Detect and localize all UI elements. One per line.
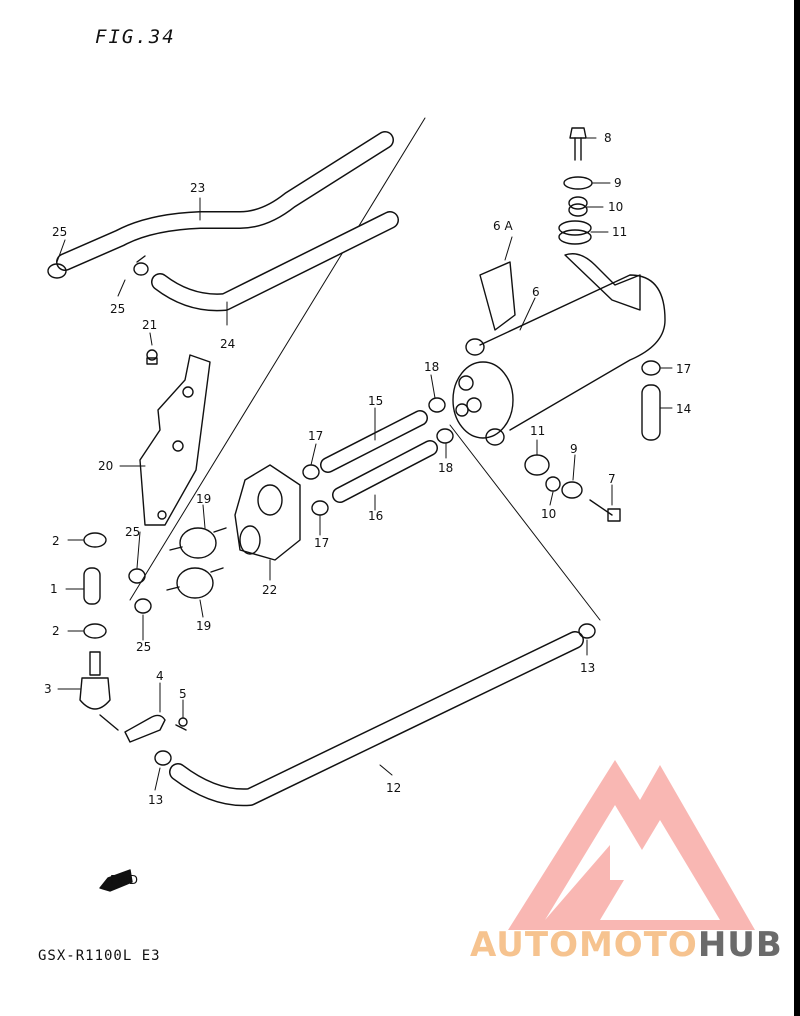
callout-13b: 13	[580, 661, 595, 675]
automotohub-logo	[508, 760, 755, 930]
divider-line	[129, 117, 426, 601]
callout-17b: 17	[314, 536, 329, 550]
valve-19b	[166, 567, 224, 599]
callout-16: 16	[368, 509, 383, 523]
bolt-8	[569, 127, 587, 161]
strap-6a	[479, 261, 516, 331]
brand-primary: AUTOMOTO	[470, 925, 698, 965]
callout-25a: 25	[52, 225, 67, 239]
callout-9b: 9	[570, 442, 578, 456]
connector-line	[449, 424, 601, 621]
callout-4: 4	[156, 669, 164, 683]
callout-10a: 10	[608, 200, 623, 214]
callout-6: 6	[532, 285, 540, 299]
callout-11a: 11	[612, 225, 627, 239]
clamp-25b	[134, 598, 152, 614]
callout-21: 21	[142, 318, 157, 332]
valve-19a	[169, 527, 227, 559]
callout-18a: 18	[424, 360, 439, 374]
callout-22: 22	[262, 583, 277, 597]
clamp-17b	[311, 500, 329, 516]
collar-10b	[545, 476, 561, 492]
hose-14	[641, 384, 661, 441]
callout-15: 15	[368, 394, 383, 408]
fwd-label: FWD	[110, 873, 138, 887]
clamp-4	[124, 714, 166, 743]
callout-10b: 10	[541, 507, 556, 521]
grommet-11b	[524, 454, 550, 476]
callout-23: 23	[190, 181, 205, 195]
washer-9b	[561, 481, 583, 499]
clamp-13a	[154, 750, 172, 766]
callout-25d: 25	[136, 640, 151, 654]
callout-24: 24	[220, 337, 235, 351]
bracket-22	[234, 464, 301, 561]
washer-9	[563, 176, 593, 190]
callout-12: 12	[386, 781, 401, 795]
clamp-2a	[83, 532, 107, 548]
grommet-11	[558, 220, 592, 245]
clamp-17a	[302, 464, 320, 480]
clamp-25a	[128, 568, 146, 584]
clamp-18b	[436, 428, 454, 444]
callout-9a: 9	[614, 176, 622, 190]
clamp-17-right	[641, 360, 661, 376]
canister-6	[452, 253, 666, 446]
callout-19a: 19	[196, 492, 211, 506]
bolt-5	[175, 717, 188, 731]
callout-7: 7	[608, 472, 616, 486]
fwd-arrow-icon	[99, 869, 133, 892]
watermark-brand: AUTOMOTOHUB	[470, 925, 783, 965]
clamp-2b	[83, 623, 107, 639]
hose-1	[83, 567, 101, 605]
fitting-3	[79, 651, 119, 731]
clamp-25-top	[47, 255, 149, 279]
callout-5: 5	[179, 687, 187, 701]
callout-3: 3	[44, 682, 52, 696]
callout-13a: 13	[148, 793, 163, 807]
callout-2b: 2	[52, 624, 60, 638]
callout-19b: 19	[196, 619, 211, 633]
callout-6a: 6 A	[493, 219, 513, 233]
figure-title: FIG.34	[95, 26, 176, 48]
callout-14: 14	[676, 402, 691, 416]
callout-2a: 2	[52, 534, 60, 548]
brand-secondary: HUB	[697, 925, 783, 965]
callout-1: 1	[50, 582, 58, 596]
callout-8: 8	[604, 131, 612, 145]
clamp-18a	[428, 397, 446, 413]
callout-18b: 18	[438, 461, 453, 475]
callout-25c: 25	[125, 525, 140, 539]
callout-11b: 11	[530, 424, 545, 438]
clamp-13b	[578, 623, 596, 639]
callout-17c: 17	[676, 362, 691, 376]
callout-25b: 25	[110, 302, 125, 316]
right-border	[794, 0, 800, 1016]
bolt-21	[146, 349, 158, 365]
collar-10	[568, 196, 588, 217]
bolt-7	[589, 499, 621, 522]
callout-17a: 17	[308, 429, 323, 443]
callout-20: 20	[98, 459, 113, 473]
bracket-20	[139, 354, 211, 526]
model-code: GSX-R1100L E3	[38, 948, 161, 964]
